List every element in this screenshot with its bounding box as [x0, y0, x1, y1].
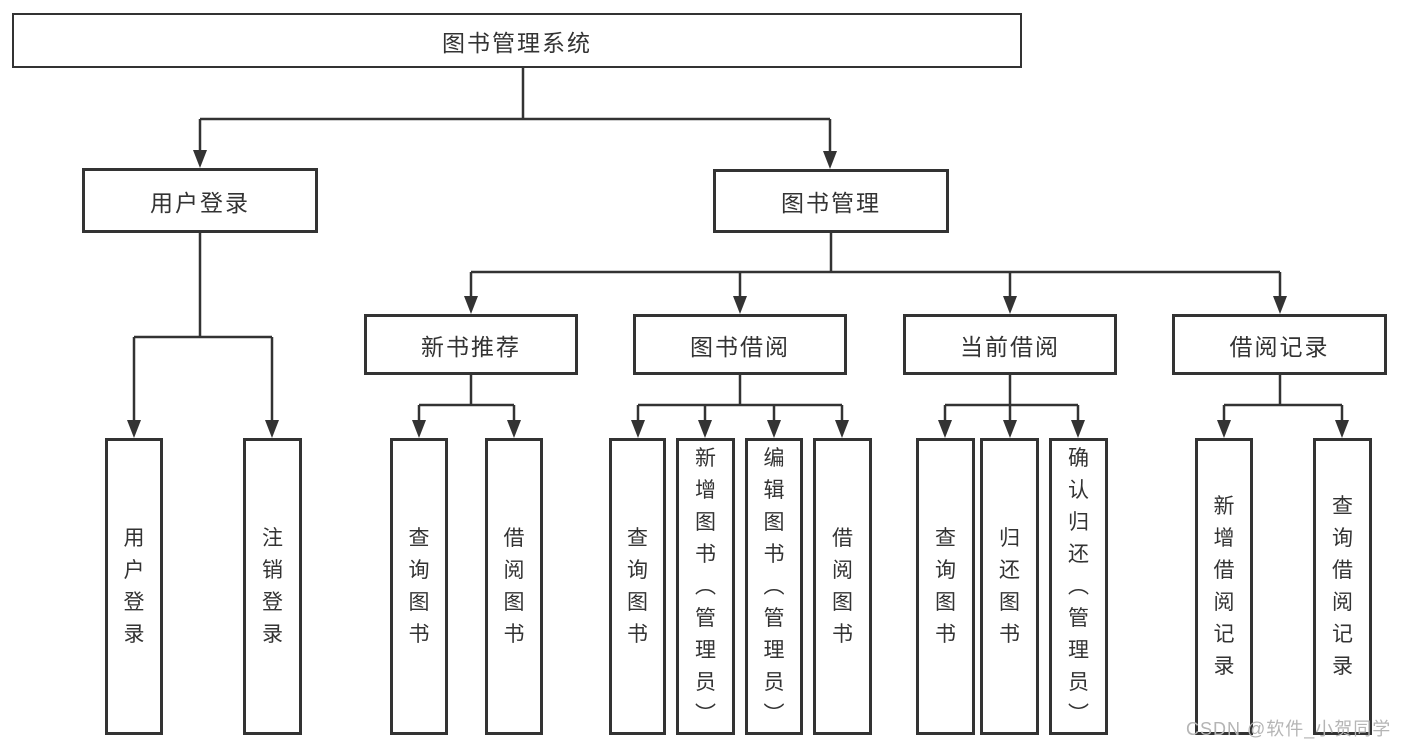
node-new-book-recommendation: 新书推荐 — [364, 314, 578, 375]
node-borrowing-records: 借阅记录 — [1172, 314, 1387, 375]
leaf-recommend-borrow-books: 借 阅 图 书 — [485, 438, 543, 735]
node-user-login: 用户登录 — [82, 168, 318, 233]
node-label: 图书管理系统 — [442, 29, 592, 56]
node-label: 用户登录 — [150, 189, 250, 216]
node-label: 查 询 借 阅 记 录 — [1332, 494, 1353, 678]
node-label: 编 辑 图 书 ︵ 管 理 员 ︶ — [763, 446, 785, 726]
leaf-records-add-record: 新 增 借 阅 记 录 — [1195, 438, 1253, 735]
node-label: 新书推荐 — [421, 333, 521, 360]
node-label: 用 户 登 录 — [123, 526, 145, 646]
node-book-management: 图书管理 — [713, 169, 949, 233]
leaf-recommend-query-books: 查 询 图 书 — [390, 438, 448, 735]
csdn-watermark: CSDN @软件_小贺同学 — [1186, 719, 1392, 739]
leaf-borrowing-query-books: 查 询 图 书 — [609, 438, 666, 735]
node-book-borrowing: 图书借阅 — [633, 314, 847, 375]
node-label: 查 询 图 书 — [935, 526, 956, 646]
leaf-current-query-books: 查 询 图 书 — [916, 438, 975, 735]
node-label: 借 阅 图 书 — [832, 526, 853, 646]
leaf-records-query-record: 查 询 借 阅 记 录 — [1313, 438, 1372, 735]
node-label: 新 增 借 阅 记 录 — [1213, 494, 1235, 678]
node-label: 查 询 图 书 — [627, 526, 648, 646]
node-label: 借阅记录 — [1229, 333, 1330, 360]
node-label: 新 增 图 书 ︵ 管 理 员 ︶ — [695, 446, 716, 726]
leaf-logout: 注 销 登 录 — [243, 438, 302, 735]
node-label: 图书管理 — [781, 190, 881, 216]
node-label: 注 销 登 录 — [262, 526, 283, 646]
leaf-current-return-books: 归 还 图 书 — [980, 438, 1039, 735]
leaf-borrowing-borrow-books: 借 阅 图 书 — [813, 438, 872, 735]
node-label: 图书借阅 — [690, 333, 790, 360]
node-current-borrowing: 当前借阅 — [903, 314, 1117, 375]
node-label: 当前借阅 — [960, 333, 1060, 360]
node-label: 查 询 图 书 — [408, 526, 430, 646]
leaf-user-login: 用 户 登 录 — [105, 438, 163, 735]
node-library-management-system: 图书管理系统 — [12, 13, 1022, 68]
leaf-borrowing-add-books-admin: 新 增 图 书 ︵ 管 理 员 ︶ — [676, 438, 735, 735]
leaf-borrowing-edit-books-admin: 编 辑 图 书 ︵ 管 理 员 ︶ — [745, 438, 803, 735]
leaf-current-confirm-return-admin: 确 认 归 还 ︵ 管 理 员 ︶ — [1049, 438, 1108, 735]
node-label: 借 阅 图 书 — [503, 526, 525, 646]
node-label: 确 认 归 还 ︵ 管 理 员 ︶ — [1068, 446, 1089, 726]
node-label: 归 还 图 书 — [999, 526, 1020, 646]
